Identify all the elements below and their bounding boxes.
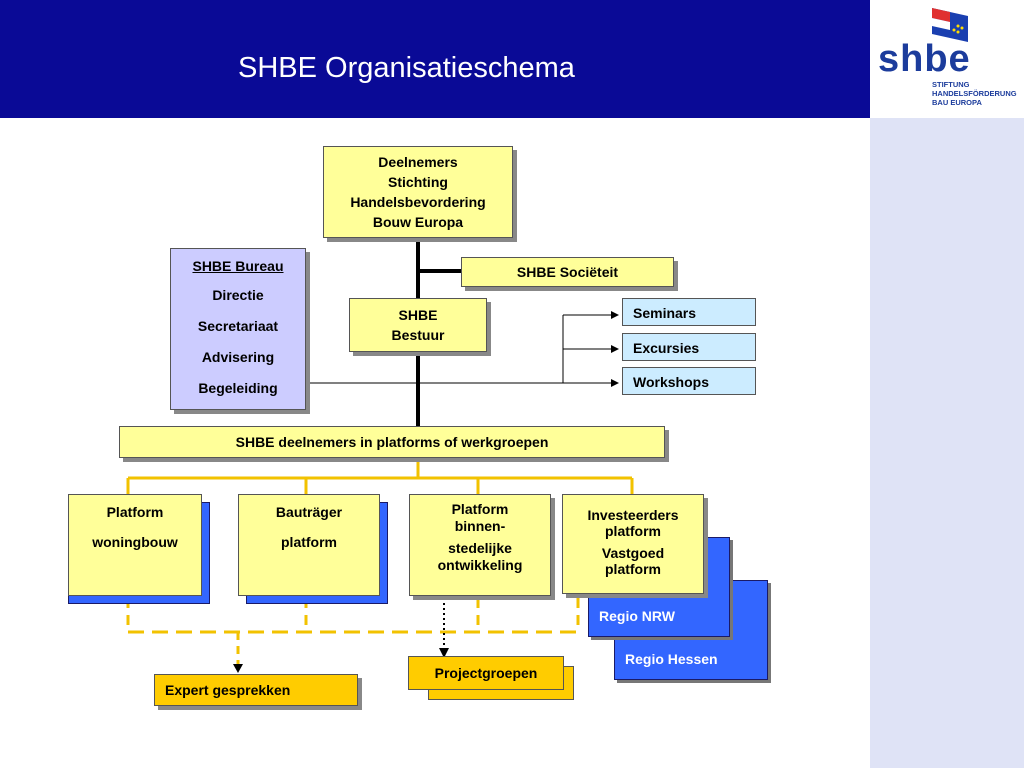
investeerders-box: Investeerders platform Vastgoed platform [562,494,704,594]
workshops-box: Workshops [622,367,756,395]
binnenstedelijke-box: Platform binnen- stedelijke ontwikkeling [409,494,551,596]
seminars-box: Seminars [622,298,756,326]
expert-box: Expert gesprekken [154,674,358,706]
side-panel [870,118,1024,768]
woningbouw-box: Platform woningbouw [68,494,202,596]
deelnemers-box: Deelnemers Stichting Handelsbevordering … [323,146,513,238]
bautrager-box: Bauträger platform [238,494,380,596]
excursies-box: Excursies [622,333,756,361]
connector-lines [126,238,634,673]
projectgroepen-box: Projectgroepen [408,656,564,690]
bureau-title: SHBE Bureau [192,258,284,274]
flag-icon [932,8,968,42]
logo: shbe [878,38,971,80]
societeit-box: SHBE Sociëteit [461,257,674,287]
bureau-box: SHBE Bureau Directie Secretariaat Advise… [170,248,306,410]
header-bar [0,0,870,118]
platforms-bar: SHBE deelnemers in platforms of werkgroe… [119,426,665,458]
bestuur-box: SHBE Bestuur [349,298,487,352]
page-title: SHBE Organisatieschema [238,52,575,84]
